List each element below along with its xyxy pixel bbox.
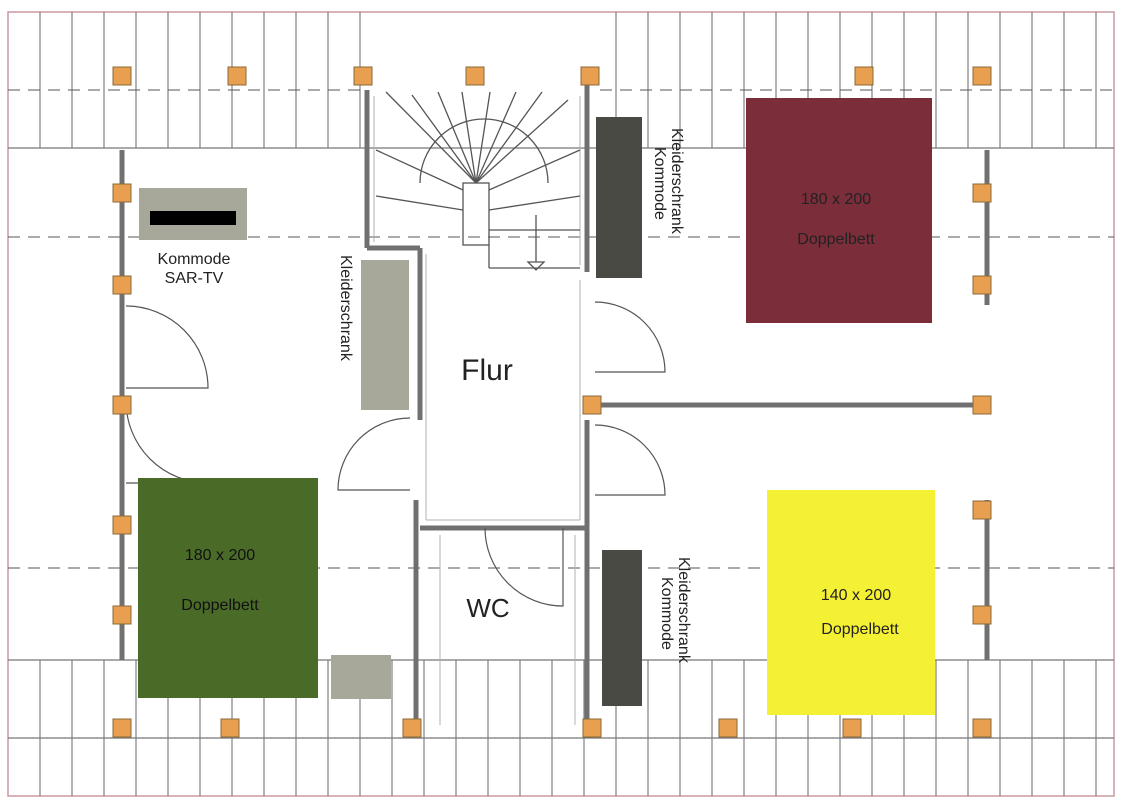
wall-inner-lines — [373, 96, 581, 725]
timber-post — [353, 66, 373, 86]
timber-post — [112, 275, 132, 295]
timber-post — [972, 395, 992, 415]
bed-bottom-right — [767, 490, 935, 715]
bed-top-right-label: Doppelbett — [797, 231, 875, 248]
wardrobe-bottom-right-line1: Kleiderschrank — [675, 557, 692, 664]
timber-post — [582, 395, 602, 415]
staircase — [375, 91, 581, 271]
dresser-tv-line1: Kommode — [158, 251, 231, 268]
timber-post — [972, 605, 992, 625]
wardrobe-bottom-right-line2: Kommode — [658, 577, 675, 650]
timber-post — [972, 183, 992, 203]
wardrobe-hall-label: Kleiderschrank — [337, 255, 354, 362]
timber-post — [112, 66, 132, 86]
small-cabinet — [331, 655, 391, 699]
room-label-toilet: WC — [466, 593, 509, 623]
timber-post — [718, 718, 738, 738]
timber-post — [112, 605, 132, 625]
bed-top-right — [746, 98, 932, 323]
wardrobe-bottom-right — [602, 550, 642, 706]
timber-post — [402, 718, 422, 738]
timber-post — [227, 66, 247, 86]
timber-post — [854, 66, 874, 86]
dresser-tv-line2: SAR-TV — [165, 270, 224, 287]
room-label-hallway: Flur — [461, 354, 513, 387]
tv-icon — [150, 211, 236, 225]
timber-post — [220, 718, 240, 738]
walls — [119, 76, 990, 738]
bed-bottom-left — [138, 478, 318, 698]
wardrobe-top-right-line1: Kleiderschrank — [668, 128, 685, 235]
wardrobe-top-right-line2: Kommode — [651, 147, 668, 220]
timber-post — [465, 66, 485, 86]
timber-post — [972, 718, 992, 738]
timber-post — [842, 718, 862, 738]
bed-bottom-left-label: Doppelbett — [181, 597, 259, 614]
timber-post — [972, 500, 992, 520]
rafters-bottom — [39, 660, 1097, 796]
door-swings — [125, 301, 666, 607]
wardrobe-hall — [361, 260, 409, 410]
bed-top-right-size: 180 x 200 — [801, 191, 871, 208]
timber-post — [112, 515, 132, 535]
rafters-top — [39, 12, 1097, 148]
timber-post — [112, 718, 132, 738]
bed-bottom-right-size: 140 x 200 — [821, 587, 891, 604]
bed-bottom-left-size: 180 x 200 — [185, 547, 255, 564]
roof-outline — [7, 11, 1115, 797]
timber-posts — [112, 66, 992, 738]
timber-post — [582, 718, 602, 738]
wardrobe-top-right — [596, 117, 642, 278]
timber-post — [112, 183, 132, 203]
timber-post — [972, 66, 992, 86]
timber-post — [112, 395, 132, 415]
bed-bottom-right-label: Doppelbett — [821, 621, 899, 638]
timber-post — [972, 275, 992, 295]
timber-post — [580, 66, 600, 86]
